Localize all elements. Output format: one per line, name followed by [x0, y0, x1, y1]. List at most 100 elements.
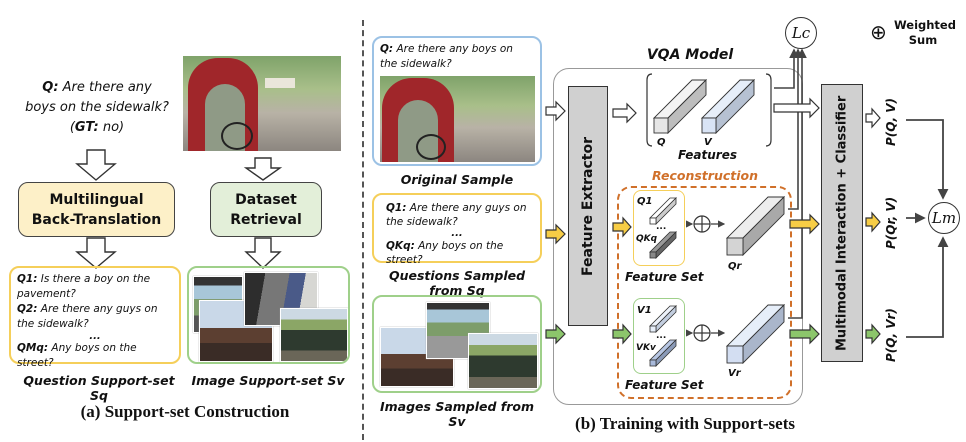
arrow-extractor-to-vset	[612, 323, 632, 345]
vkv-small-bar	[649, 339, 677, 367]
bicycle	[416, 134, 446, 160]
arrow-extractor-to-features	[612, 102, 637, 124]
feat-v-label: V	[704, 137, 712, 148]
features-bracket-right	[765, 73, 772, 147]
qset-dots: ...	[656, 222, 667, 232]
support-photo-4	[280, 308, 348, 362]
qkq-label: QKq	[636, 234, 658, 244]
qkq-small-bar	[649, 231, 677, 259]
caption-sampled-images: Images Sampled from Sv	[379, 399, 535, 429]
q-line1: Are there any	[62, 80, 152, 95]
vset-dots: ...	[656, 331, 667, 341]
arrow-out-pqrv	[865, 211, 881, 233]
arrow-orig-to-extractor	[545, 100, 566, 122]
gt-label: GT:	[74, 120, 99, 135]
weighted-sum-v-icon	[693, 324, 711, 342]
caption-sampled-questions: Questions Sampled from Sq	[388, 268, 526, 298]
v-feature-set	[633, 298, 685, 374]
back-translation-module: Multilingual Back-Translation	[18, 182, 175, 237]
vqa-model-title: VQA Model	[646, 47, 734, 63]
arrow-qr-to-classifier	[789, 213, 820, 235]
lines-to-loss-m	[906, 119, 949, 338]
sampled-q-line: Q1: Are there any guys on	[386, 202, 527, 214]
lines-to-loss-c	[774, 48, 807, 319]
loss-m-label: Lm	[931, 209, 957, 227]
reconstruction-label: Reconstruction	[651, 168, 758, 183]
arrow-q-to-extractor	[545, 223, 566, 245]
arrow-extractor-to-qset	[612, 216, 632, 238]
v1-small-bar	[649, 305, 677, 333]
legend-line1: Weighted	[894, 18, 956, 32]
vr-label: Vr	[728, 368, 741, 379]
gt-value: no)	[98, 120, 125, 135]
sampled-q-line: the sidewalk?	[386, 216, 458, 228]
loss-c-label: Lc	[791, 24, 811, 42]
down-arrow-4	[244, 237, 282, 269]
orig-photo	[380, 76, 535, 162]
module-image-line1: Dataset	[235, 191, 297, 208]
q-prefix: Q:	[42, 80, 59, 95]
arrow-out-pqvr	[865, 323, 881, 345]
caption-original-sample: Original Sample	[400, 172, 514, 187]
sq-line: QMq: Any boys on the street?	[17, 342, 137, 369]
reconstruction-box	[617, 186, 792, 399]
question-support-set: Q1: Is there a boy on the pavement? Q2: …	[9, 266, 181, 369]
vr-bar	[725, 303, 786, 365]
vkv-label: VKv	[636, 343, 656, 353]
vset-caption: Feature Set	[625, 378, 704, 392]
sampled-q-line: QKq: Any boys on the street?	[386, 240, 504, 266]
caption-image-support-set: Image Support-set Sv	[191, 373, 345, 388]
orig-q-line1: Q: Are there any boys on	[380, 43, 513, 55]
original-photo	[183, 56, 341, 151]
arrow-features-to-classifier	[773, 97, 820, 119]
q1-small-bar	[649, 197, 677, 225]
sq-line: pavement?	[17, 288, 76, 300]
feature-bar-v	[700, 78, 756, 135]
weighted-sum-icon: ⊕	[870, 20, 887, 44]
down-arrow-1	[75, 149, 117, 181]
module-image-line2: Retrieval	[230, 211, 302, 228]
sq-line: Q2: Are there any guys on	[17, 303, 158, 315]
image-support-set	[187, 266, 350, 364]
sampled-q-dots: ...	[451, 228, 463, 239]
legend-line2: Sum	[908, 33, 938, 47]
original-question: Q: Are there any boys on the sidewalk? (…	[22, 78, 172, 138]
features-label: Features	[678, 148, 737, 162]
sq-line: Q1: Is there a boy on the	[17, 273, 151, 285]
down-arrow-2	[243, 157, 283, 181]
original-sample-box: Q: Are there any boys on the sidewalk?	[372, 36, 542, 166]
q-line2: boys on the sidewalk?	[25, 100, 169, 115]
module-text-line2: Back-Translation	[31, 211, 162, 228]
feat-q-label: Q	[657, 137, 666, 148]
bicycle	[221, 122, 253, 150]
sq-dots: ...	[89, 331, 101, 342]
features-bracket-left	[646, 73, 653, 147]
arrow-v-to-extractor	[545, 323, 566, 345]
train-car	[265, 78, 295, 88]
q1-label: Q1	[637, 196, 653, 207]
gt-open: (	[69, 120, 75, 135]
loss-m: Lm	[928, 202, 960, 234]
panel-b-title: (b) Training with Support-sets	[575, 414, 795, 433]
weighted-sum-q-icon	[693, 215, 711, 233]
sampled-images-box	[372, 295, 542, 393]
panel-a-title: (a) Support-set Construction	[80, 402, 290, 421]
sampled-questions-box: Q1: Are there any guys on the sidewalk? …	[372, 193, 542, 266]
sampled-photo-3	[468, 333, 538, 389]
dataset-retrieval-module: Dataset Retrieval	[210, 182, 322, 237]
orig-q-line2: the sidewalk?	[380, 58, 452, 70]
arrow-vr-to-classifier	[789, 323, 820, 345]
legend-text: Weighted Sum	[894, 18, 956, 48]
sq-line: the sidewalk?	[17, 318, 89, 330]
qset-caption: Feature Set	[625, 270, 704, 284]
qr-label: Qr	[728, 261, 742, 272]
feature-bar-q	[652, 78, 708, 135]
caption-question-support-set: Question Support-set Sq	[23, 373, 175, 403]
v1-label: V1	[637, 305, 652, 316]
down-arrow-3	[75, 237, 117, 269]
module-text-line1: Multilingual	[49, 191, 144, 208]
qr-bar	[725, 195, 786, 257]
q-feature-set	[633, 190, 685, 266]
